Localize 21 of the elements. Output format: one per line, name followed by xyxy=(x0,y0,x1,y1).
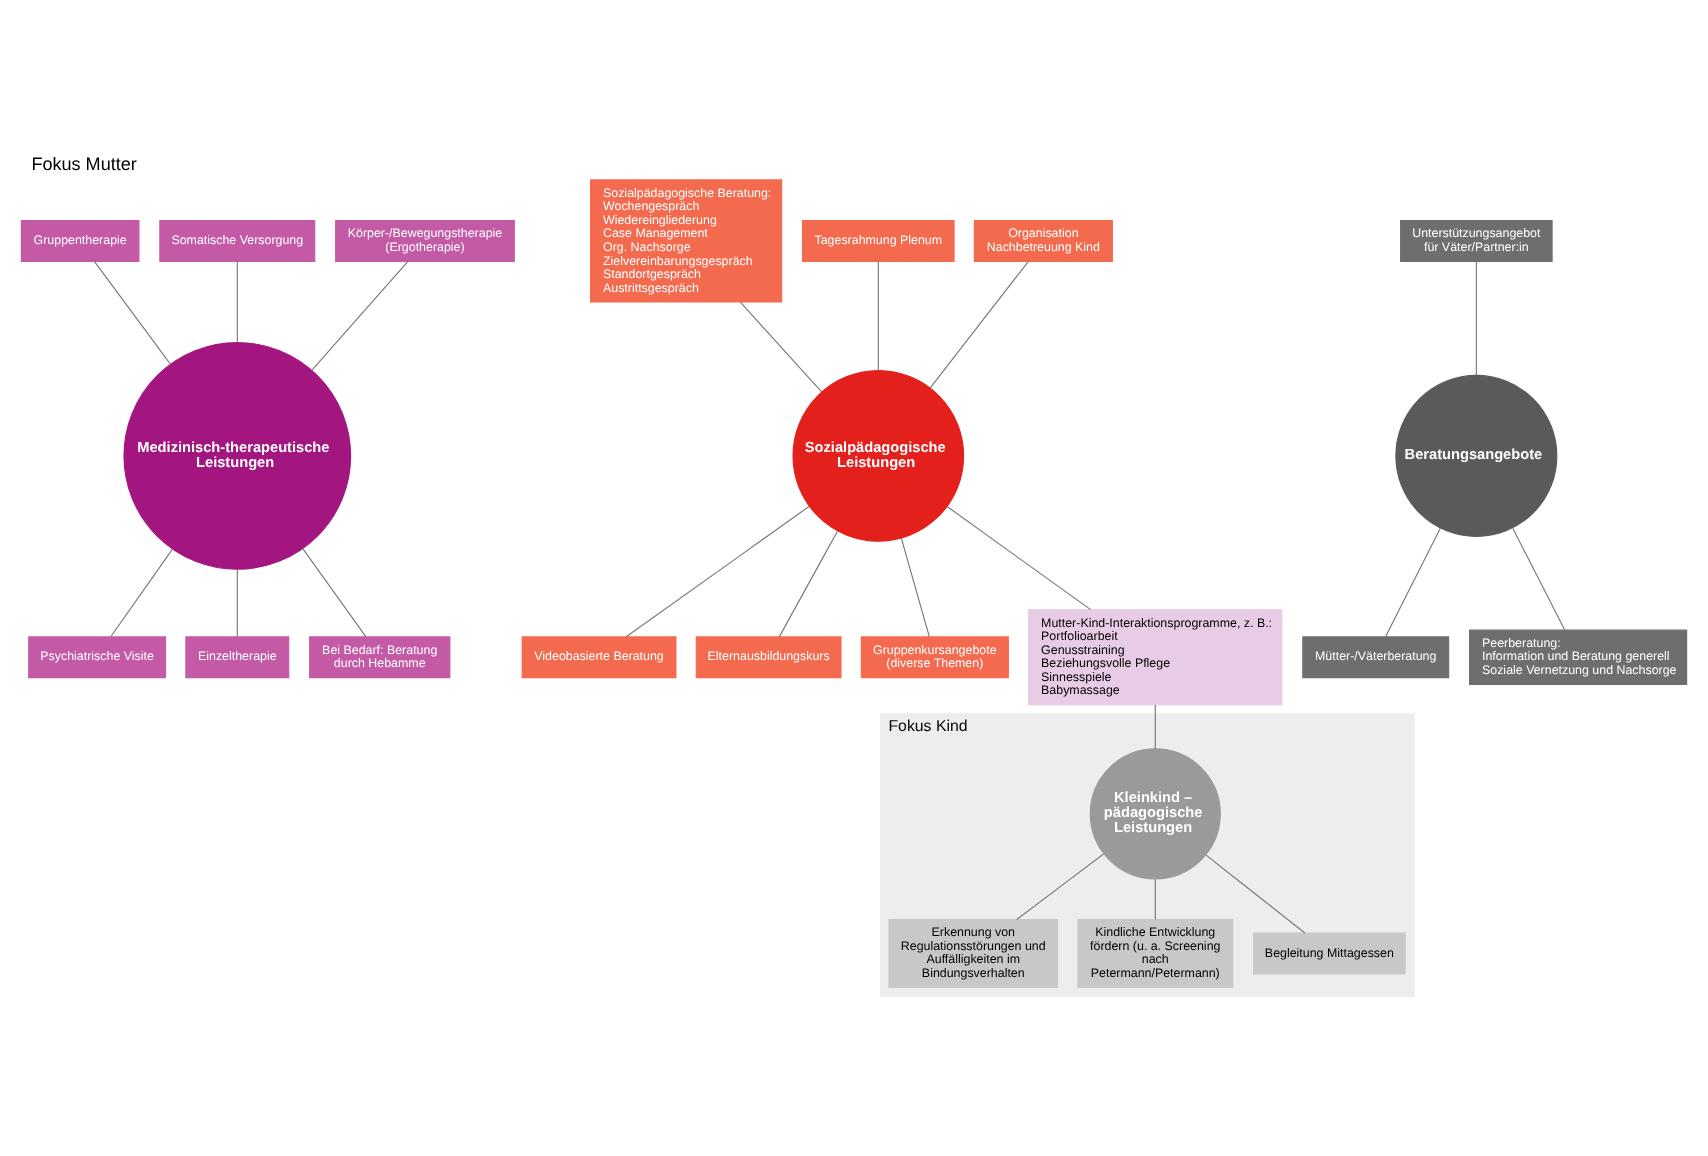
connector xyxy=(1154,878,1156,921)
connector xyxy=(1512,527,1566,631)
diagram-title: Fokus Mutter xyxy=(31,153,137,174)
connector xyxy=(93,260,171,365)
connector xyxy=(302,547,367,638)
connector xyxy=(1385,527,1441,638)
connector xyxy=(1016,853,1105,921)
connector xyxy=(1475,260,1477,376)
connector xyxy=(625,505,810,638)
connector xyxy=(311,260,409,371)
connector xyxy=(1205,854,1306,934)
connector xyxy=(1154,704,1156,750)
connector xyxy=(236,260,238,344)
connector xyxy=(946,505,1092,611)
connector xyxy=(110,548,174,638)
connector xyxy=(739,301,823,393)
connector xyxy=(236,568,238,638)
connector xyxy=(929,260,1029,389)
connector xyxy=(778,530,839,638)
connector xyxy=(877,260,879,372)
connector xyxy=(900,537,930,638)
